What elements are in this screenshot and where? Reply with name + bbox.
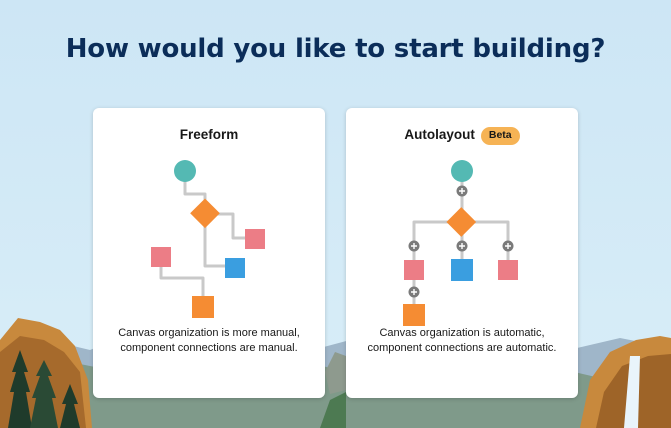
plus-circle-icon[interactable] [502, 240, 514, 252]
page-title: How would you like to start building? [65, 34, 606, 64]
plus-circle-icon[interactable] [456, 240, 468, 252]
autolayout-description: Canvas organization is automatic, compon… [346, 326, 578, 356]
autolayout-option-card[interactable]: Autolayout Beta [346, 108, 578, 398]
freeform-connector-pink-left-orange [159, 263, 205, 308]
autolayout-diagram [403, 160, 518, 326]
autolayout-action-blue [451, 259, 473, 281]
freeform-action-pink-right [245, 229, 265, 249]
freeform-action-pink-left [151, 247, 171, 267]
freeform-title: Freeform [179, 127, 239, 142]
plus-circle-icon[interactable] [456, 185, 468, 197]
autolayout-description-line1: Canvas organization is automatic, [379, 327, 545, 339]
autolayout-description-line2: component connections are automatic. [367, 342, 557, 354]
autolayout-start-node [451, 160, 473, 182]
plus-circle-icon[interactable] [408, 286, 420, 298]
freeform-start-node [174, 160, 196, 182]
freeform-connector-decision-pink-right [213, 212, 247, 240]
autolayout-decision-node [446, 207, 477, 237]
autolayout-action-orange [403, 304, 425, 326]
autolayout-action-pink-left [404, 260, 424, 280]
autolayout-title: Autolayout [404, 127, 475, 142]
freeform-connector-decision-blue [203, 222, 227, 268]
freeform-title-row: Freeform [93, 126, 325, 144]
freeform-decision-node [190, 198, 220, 229]
freeform-action-orange [192, 296, 214, 318]
freeform-diagram [151, 160, 265, 318]
freeform-action-blue [225, 258, 245, 278]
autolayout-title-row: Autolayout Beta [346, 126, 578, 145]
freeform-option-card[interactable]: Freeform Canvas organization is more man… [93, 108, 325, 398]
autolayout-action-pink-right [498, 260, 518, 280]
freeform-description: Canvas organization is more manual, comp… [93, 326, 325, 356]
beta-badge: Beta [480, 127, 520, 145]
freeform-description-line1: Canvas organization is more manual, [118, 327, 300, 339]
plus-circle-icon[interactable] [408, 240, 420, 252]
freeform-description-line2: component connections are manual. [120, 342, 298, 354]
